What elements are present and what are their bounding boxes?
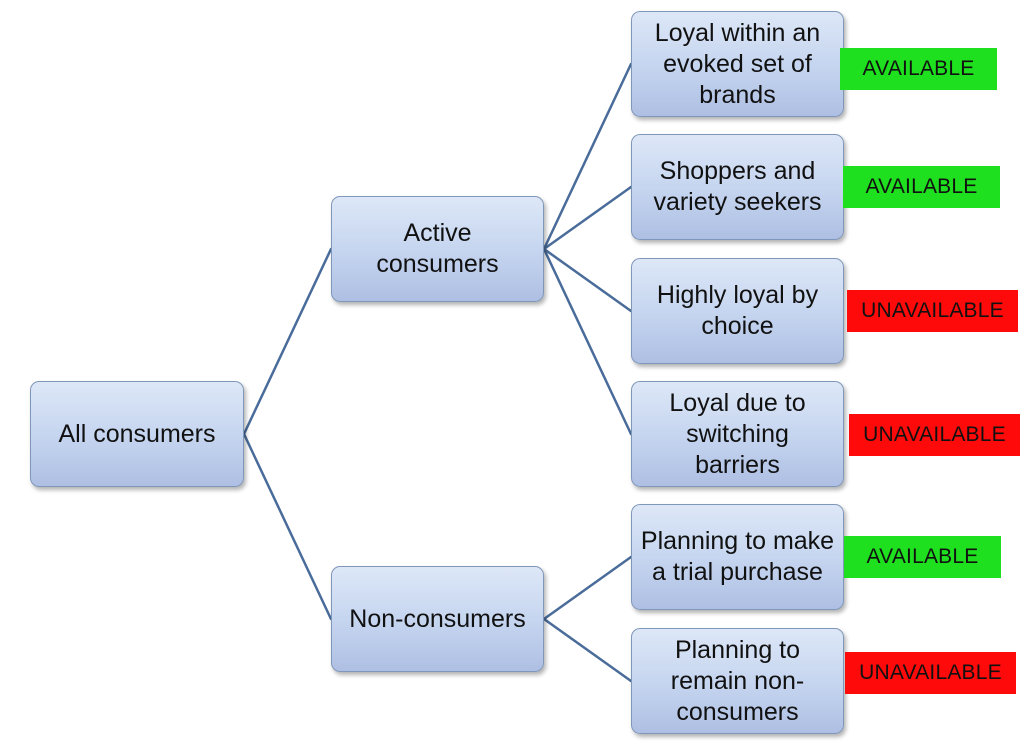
- connector-active-to-leaf-3: [542, 247, 633, 313]
- node-non-consumers-label: Non-consumers: [349, 604, 526, 633]
- node-non-consumers: Non-consumers: [331, 566, 544, 672]
- node-shoppers-variety-seekers-label: Shoppers and variety seekers: [653, 157, 822, 216]
- node-active-consumers: Active consumers: [331, 196, 544, 302]
- node-loyal-evoked-set-label: Loyal within an evoked set of brands: [654, 18, 821, 109]
- connector-root-to-active: [242, 247, 333, 436]
- node-planning-trial-purchase: Planning to make a trial purchase: [631, 504, 844, 610]
- connector-non-to-leaf-5: [542, 555, 633, 621]
- status-badge-label: UNAVAILABLE: [859, 661, 1002, 684]
- status-badge-highly-loyal-by-choice: UNAVAILABLE: [847, 290, 1018, 332]
- node-all-consumers: All consumers: [30, 381, 244, 487]
- node-highly-loyal-by-choice-label: Highly loyal by choice: [656, 281, 819, 340]
- status-badge-planning-trial-purchase: AVAILABLE: [844, 536, 1001, 578]
- status-badge-label: UNAVAILABLE: [863, 423, 1006, 446]
- node-planning-remain-non-consumers-label: Planning to remain non-consumers: [670, 635, 805, 726]
- status-badge-loyal-evoked-set: AVAILABLE: [840, 48, 997, 90]
- node-loyal-switching-barriers: Loyal due to switching barriers: [631, 381, 844, 487]
- node-active-consumers-label: Active consumers: [376, 219, 499, 278]
- connector-root-to-non: [242, 432, 333, 621]
- connector-active-to-leaf-4: [542, 247, 633, 436]
- node-planning-trial-purchase-label: Planning to make a trial purchase: [640, 527, 835, 586]
- status-badge-shoppers-variety-seekers: AVAILABLE: [843, 166, 1000, 208]
- connector-non-to-leaf-6: [542, 617, 633, 683]
- node-shoppers-variety-seekers: Shoppers and variety seekers: [631, 134, 844, 240]
- node-planning-remain-non-consumers: Planning to remain non-consumers: [631, 628, 844, 734]
- node-highly-loyal-by-choice: Highly loyal by choice: [631, 258, 844, 364]
- node-loyal-switching-barriers-label: Loyal due to switching barriers: [669, 388, 806, 479]
- status-badge-planning-remain-non-consumers: UNAVAILABLE: [845, 652, 1016, 694]
- connector-active-to-leaf-1: [542, 62, 633, 251]
- status-badge-label: UNAVAILABLE: [861, 299, 1004, 322]
- node-all-consumers-label: All consumers: [58, 419, 216, 448]
- status-badge-loyal-switching-barriers: UNAVAILABLE: [849, 414, 1020, 456]
- connector-active-to-leaf-2: [542, 185, 633, 251]
- status-badge-label: AVAILABLE: [866, 545, 979, 568]
- status-badge-label: AVAILABLE: [862, 57, 975, 80]
- node-loyal-evoked-set: Loyal within an evoked set of brands: [631, 11, 844, 117]
- status-badge-label: AVAILABLE: [865, 175, 978, 198]
